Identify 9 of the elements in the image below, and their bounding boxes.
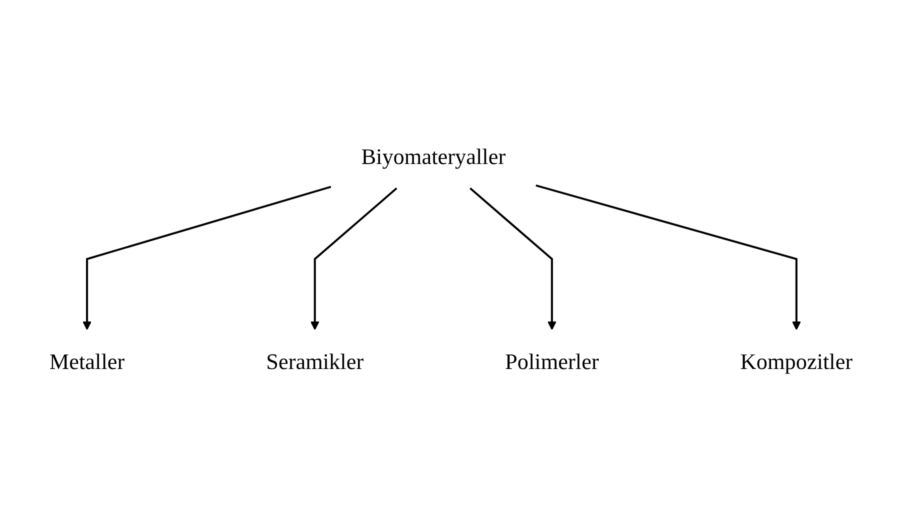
- arrow: [469, 188, 556, 330]
- node-text: Biyomateryaller: [360, 144, 506, 170]
- node-text: Polimerler: [504, 348, 598, 374]
- node-text: Metaller: [48, 348, 124, 374]
- node-text: Seramikler: [266, 348, 364, 374]
- arrow: [535, 184, 800, 330]
- node-text: Kompozitler: [740, 348, 852, 374]
- arrow: [82, 186, 331, 330]
- arrow: [310, 188, 397, 330]
